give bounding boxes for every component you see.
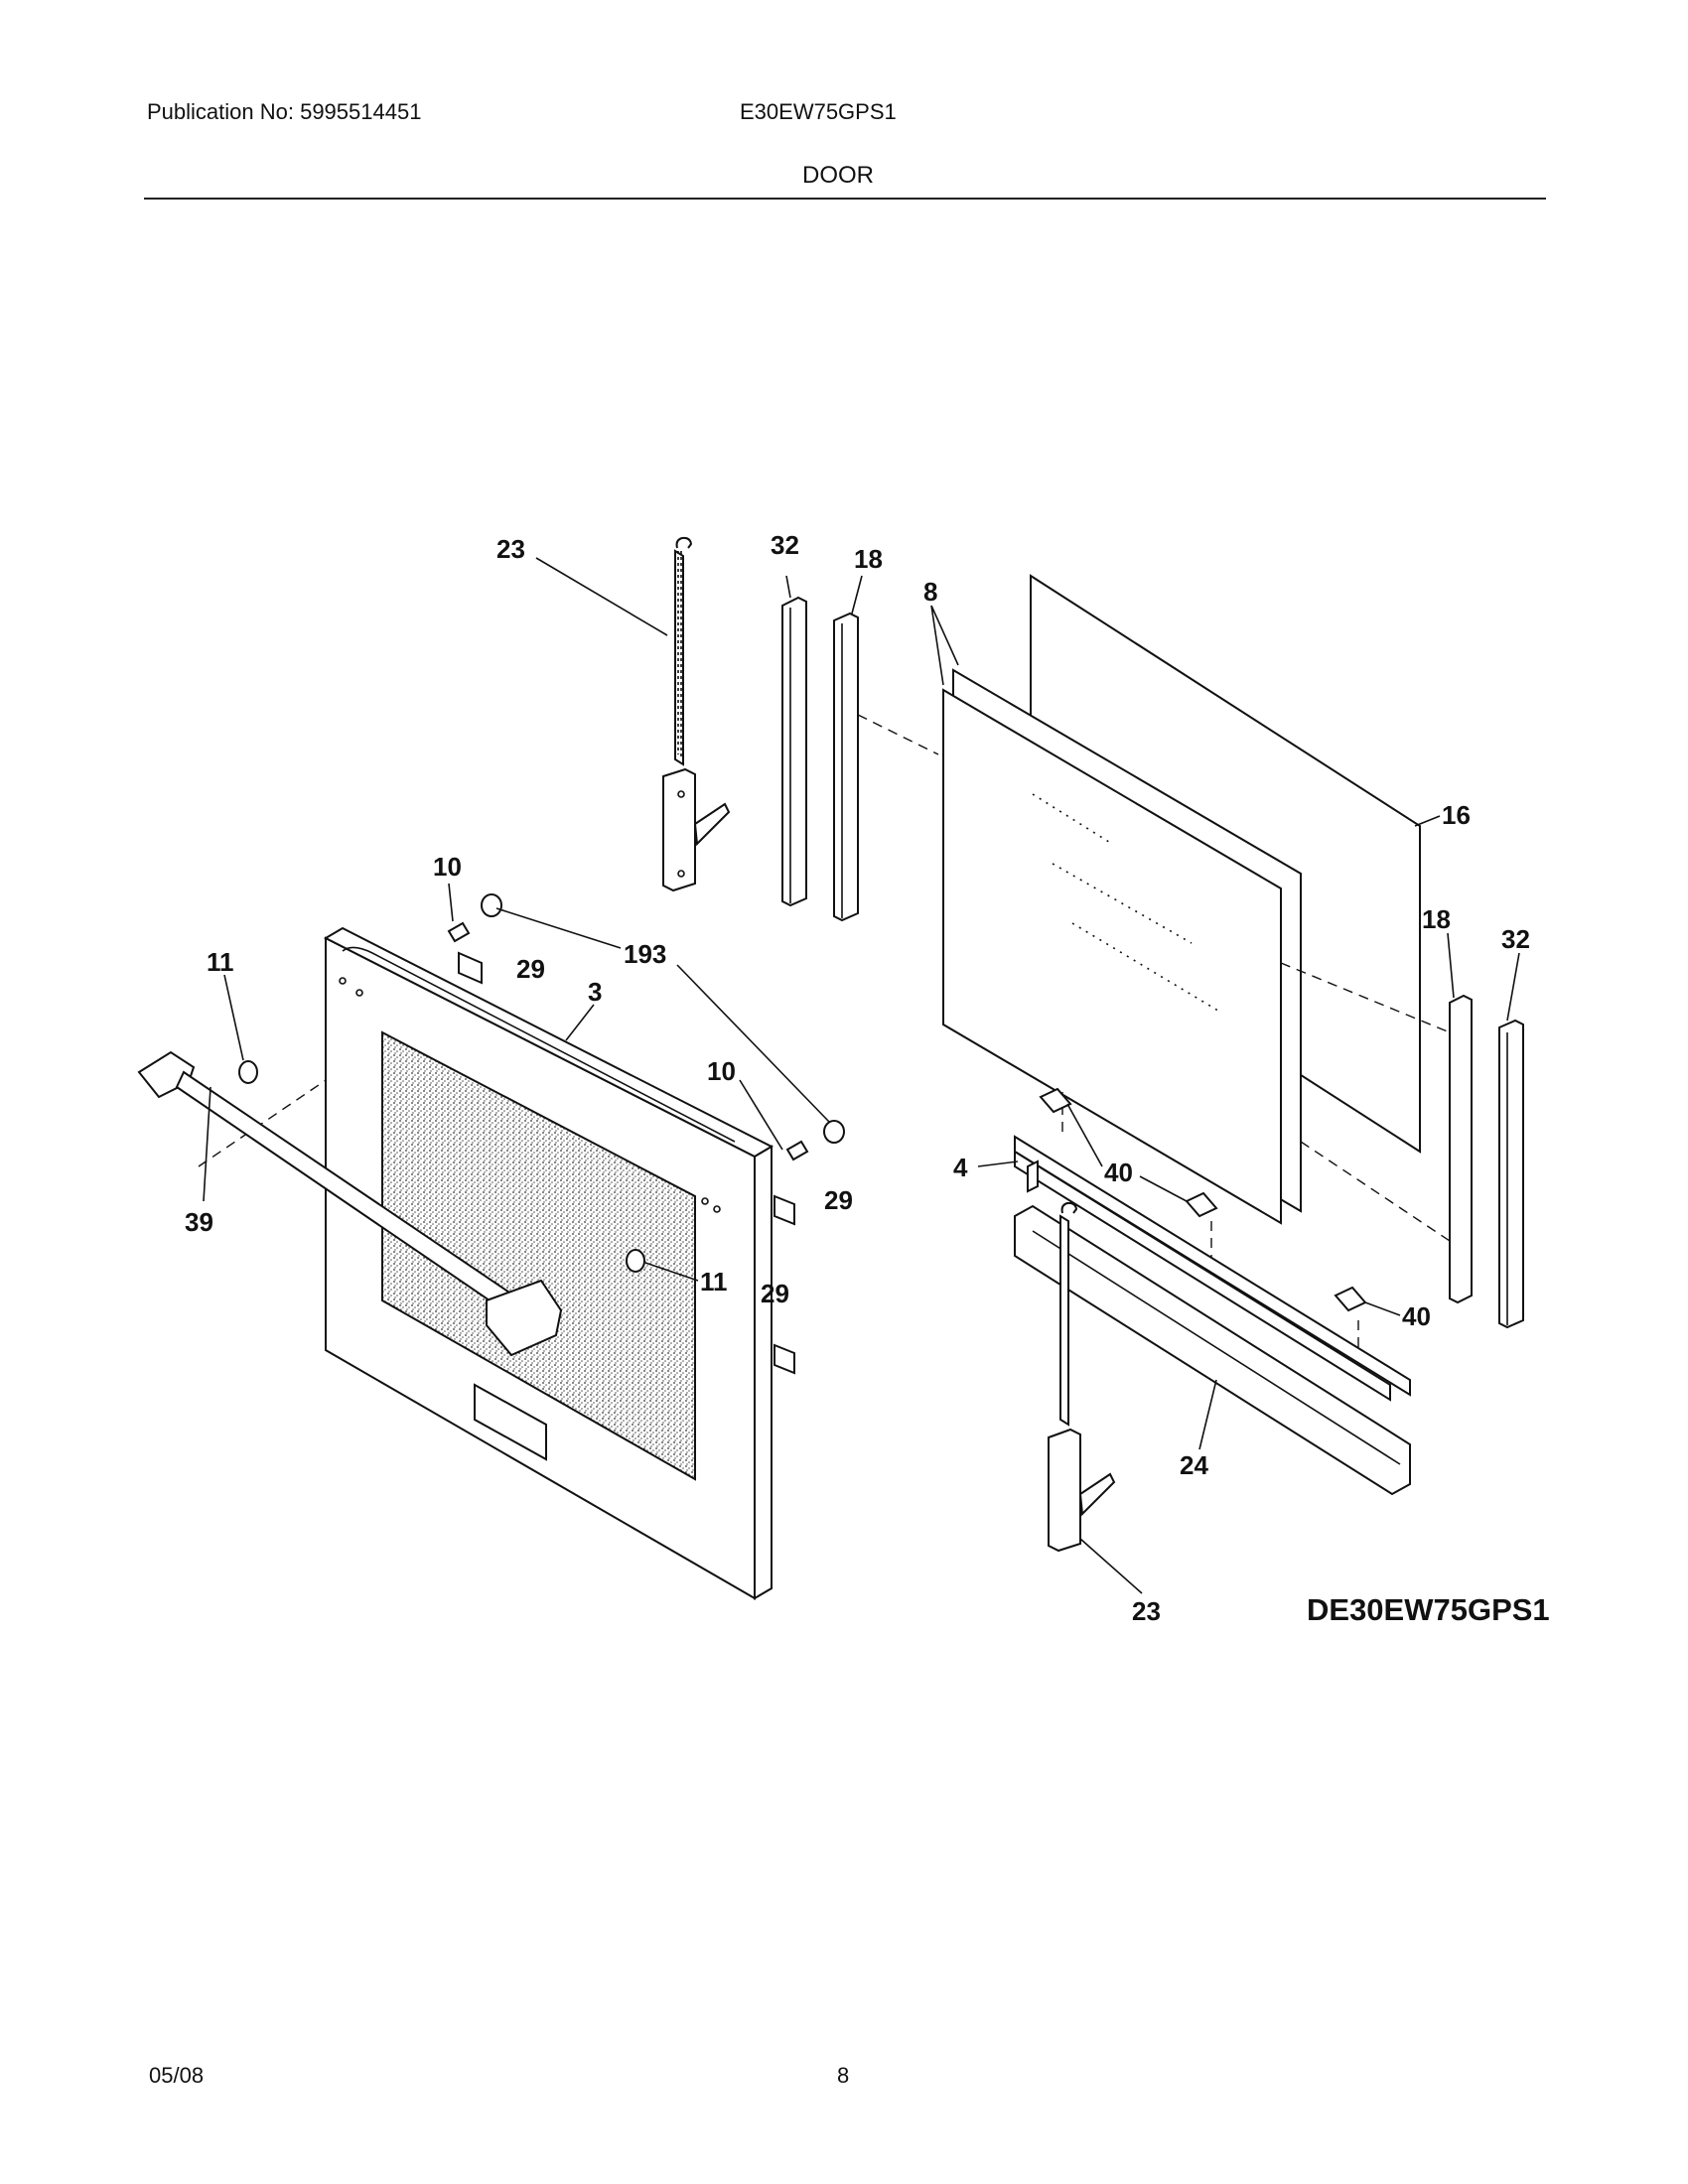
callout-193: 193 (624, 939, 666, 969)
model-number: E30EW75GPS1 (740, 99, 897, 124)
bushing-193-top (481, 893, 502, 917)
callout-11-mid: 11 (700, 1267, 728, 1297)
diagram-id-label: DE30EW75GPS1 (1307, 1592, 1550, 1627)
nut-11-mid (626, 1249, 645, 1273)
callout-16: 16 (1442, 800, 1471, 830)
channel-32-right (1498, 1019, 1524, 1329)
callout-3: 3 (588, 977, 602, 1007)
callout-8: 8 (923, 577, 937, 607)
callout-10-mid: 10 (707, 1056, 736, 1086)
glass-panel-8-front (942, 688, 1282, 1225)
callout-18-top: 18 (854, 544, 883, 574)
channel-32-top (781, 596, 807, 907)
bushing-193-mid (823, 1120, 845, 1144)
callout-39: 39 (185, 1207, 213, 1237)
header-divider (144, 198, 1546, 200)
callout-10-top: 10 (433, 852, 462, 882)
pad-29-low (774, 1343, 795, 1375)
nut-11-left (238, 1060, 258, 1084)
callout-29-low: 29 (761, 1279, 789, 1308)
door-handle (137, 1050, 563, 1357)
leader-lines (203, 557, 1520, 1594)
pad-29-mid (774, 1194, 795, 1226)
pad-29-top (458, 951, 483, 985)
bracket-24 (1014, 1204, 1411, 1496)
callout-24: 24 (1180, 1450, 1208, 1480)
clip-40-c (1334, 1286, 1367, 1312)
callout-40-a: 40 (1104, 1158, 1133, 1187)
footer-page-number: 8 (837, 2063, 850, 2088)
callout-4: 4 (953, 1153, 968, 1182)
callout-29-top: 29 (516, 954, 545, 984)
callout-23-top: 23 (496, 534, 525, 564)
callout-32-right: 32 (1501, 924, 1530, 954)
clip-40-a (1039, 1087, 1072, 1114)
hinge-bottom (1048, 1201, 1116, 1553)
footer-date: 05/08 (149, 2063, 205, 2088)
callout-32-top: 32 (771, 530, 799, 560)
publication-number: Publication No: 5995514451 (147, 99, 422, 124)
callout-11-left: 11 (207, 947, 234, 977)
callout-23-bottom: 23 (1132, 1596, 1161, 1626)
callout-29-mid: 29 (824, 1185, 853, 1215)
screw-10-mid (785, 1140, 809, 1161)
hinge-top (662, 536, 731, 892)
clip-40-b (1185, 1191, 1218, 1218)
channel-18-right (1449, 994, 1473, 1304)
callout-18-right: 18 (1422, 904, 1451, 934)
channel-18-top (833, 612, 859, 922)
callout-40-b: 40 (1402, 1301, 1431, 1331)
screw-10-top (447, 921, 471, 943)
door-outer-panel (323, 926, 774, 1600)
section-title: DOOR (802, 162, 874, 189)
